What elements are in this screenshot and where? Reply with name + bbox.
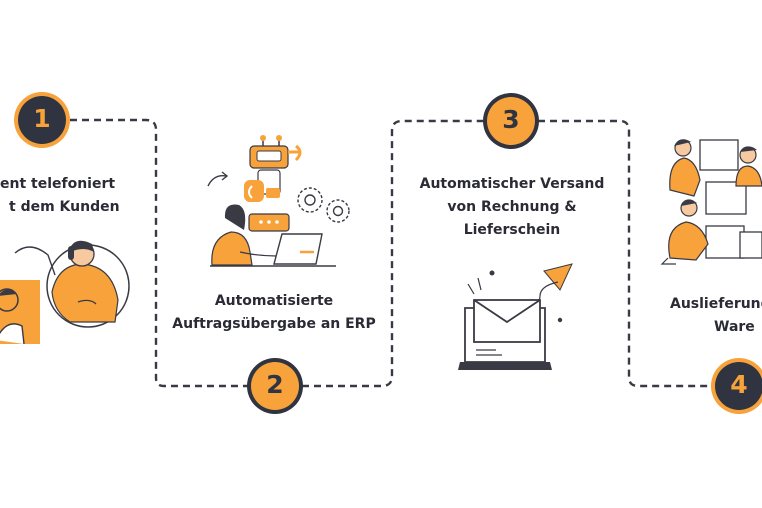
- step-1-line-1: ent telefoniert: [0, 176, 116, 192]
- step-number-1: 1: [33, 104, 51, 133]
- step-4-line-2: Ware: [714, 319, 755, 335]
- email-laptop-icon: [458, 263, 573, 370]
- step-3-line-1: Automatischer Versand: [419, 176, 605, 192]
- warehouse-delivery-icon: [660, 139, 762, 265]
- connector-step1: [70, 118, 248, 388]
- step-1-label: ent telefoniert t dem Kunden: [0, 173, 120, 219]
- step-badge-1: [14, 92, 70, 148]
- step-4-label: Auslieferung Ware: [646, 293, 762, 339]
- connector-step2: [302, 119, 484, 388]
- robot-assistant-icon: [207, 135, 350, 267]
- dashed-connectors: [70, 118, 712, 388]
- phone-call-icon: [0, 240, 130, 345]
- step-number-4: 4: [730, 370, 748, 399]
- step-3-line-3: Lieferschein: [463, 222, 561, 238]
- step-3-line-2: von Rechnung &: [447, 199, 577, 215]
- step-2-line-1: Automatisierte: [214, 293, 334, 309]
- step-2-label: Automatisierte Auftragsübergabe an ERP: [166, 290, 382, 336]
- step-badge-2: [247, 358, 303, 414]
- step-1-line-2: t dem Kunden: [9, 199, 120, 215]
- connector-step3: [538, 119, 712, 388]
- step-number-2: 2: [266, 370, 284, 399]
- step-number-3: 3: [502, 105, 520, 134]
- step-3-label: Automatischer Versand von Rechnung & Lie…: [400, 173, 624, 242]
- step-4-line-1: Auslieferung: [670, 296, 762, 312]
- step-badge-3: [483, 93, 539, 149]
- step-2-line-2: Auftragsübergabe an ERP: [172, 316, 376, 332]
- step-badge-4: [711, 358, 762, 414]
